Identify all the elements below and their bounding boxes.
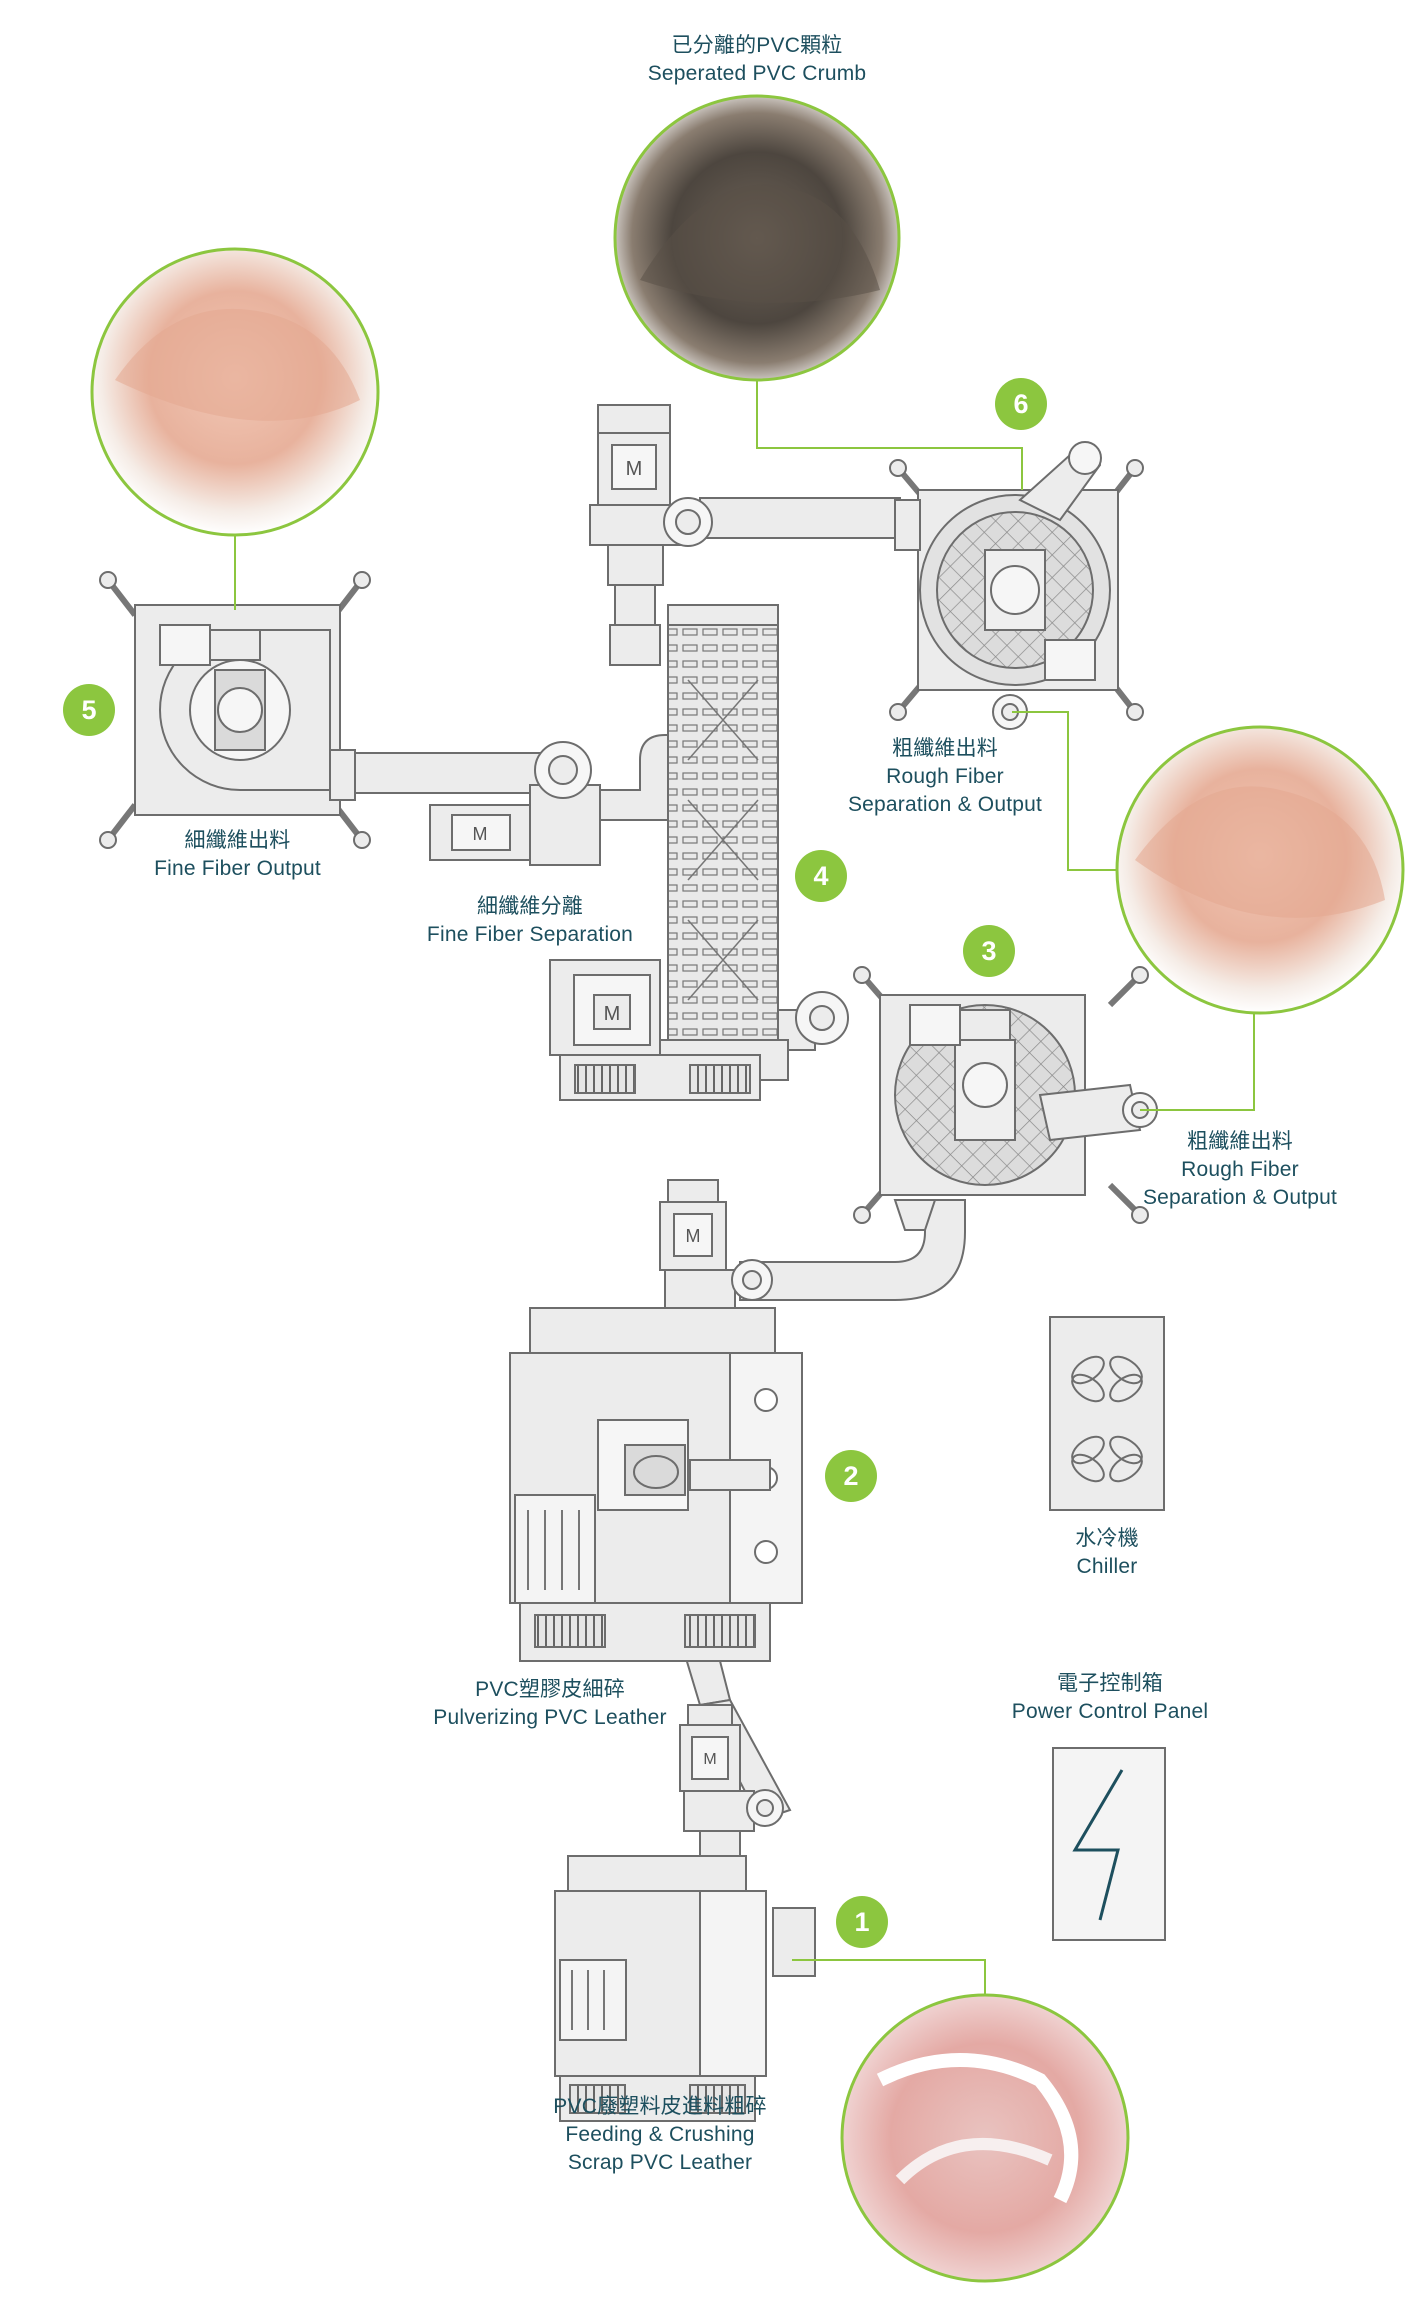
label-feeding-crushing: PVC廢塑料皮進料粗碎 Feeding & Crushing Scrap PVC… [553,2095,767,2174]
photo-seperated-crumb [613,94,901,382]
pulverizer-machine [509,1307,803,1662]
step-badge-1: 1 [836,1896,888,1948]
svg-text:M: M [626,458,643,480]
svg-text:M: M [686,1226,701,1246]
top-fan-motor: M [589,404,713,666]
column-drive-motor: M [549,959,761,1101]
fine-separation-fan: M [429,741,601,866]
feeder-fan-motor: M [679,1704,784,1857]
label-pulverizing: PVC塑膠皮細碎 Pulverizing PVC Leather [433,1678,667,1729]
label-fine-fiber-output: 細纖維出料 Fine Fiber Output [154,829,321,880]
photo-rough-fiber [1115,725,1405,1015]
leader-lines [234,380,1255,1995]
label-seperated-crumb: 已分離的PVC顆粒 Seperated PVC Crumb [647,34,867,85]
photo-scrap-pvc-leather [840,1993,1130,2283]
feeding-crusher [554,1855,767,2122]
separation-column [657,604,789,1081]
label-rough-fiber-lower: 粗纖維出料 Rough Fiber Separation & Output [1142,1130,1338,1209]
photo-fine-fiber [90,247,380,537]
duct-network [349,497,966,1977]
label-fine-fiber-separation: 細纖維分離 Fine Fiber Separation [426,895,634,946]
label-power-control-panel: 電子控制箱 Power Control Panel [1011,1672,1209,1723]
svg-text:M: M [604,1003,621,1025]
separator-5 [99,571,371,849]
step-badge-4: 4 [795,850,847,902]
separator-3 [795,966,1158,1231]
step-badge-5: 5 [63,684,115,736]
step-badge-2: 2 [825,1450,877,1502]
step-badge-6: 6 [995,378,1047,430]
power-control-panel [1052,1747,1166,1941]
separator-6 [889,441,1144,730]
chiller-unit [1049,1316,1165,1511]
svg-text:M: M [473,824,488,844]
step-badge-3: 3 [963,925,1015,977]
label-chiller: 水冷機 Chiller [1075,1527,1139,1578]
svg-text:M: M [703,1751,716,1768]
label-rough-fiber-upper: 粗纖維出料 Rough Fiber Separation & Output [847,737,1043,816]
